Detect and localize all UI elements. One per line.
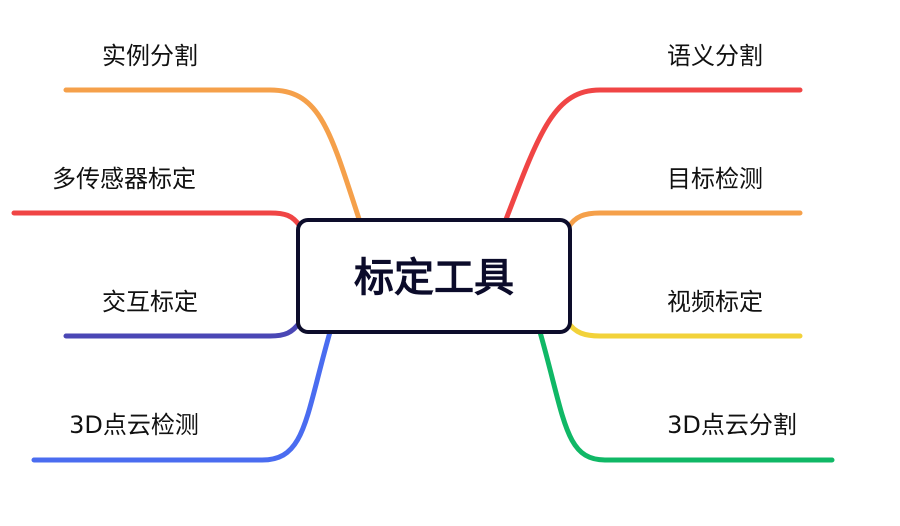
branch-object-detection[interactable]: 目标检测 (565, 165, 803, 231)
branch-line-object-detection (565, 210, 803, 231)
branch-label-interactive-calibration: 交互标定 (102, 288, 198, 316)
center-node[interactable]: 标定工具 (296, 218, 572, 334)
branch-label-3d-pointcloud-detection: 3D点云检测 (69, 411, 199, 439)
branch-3d-pointcloud-segmentation[interactable]: 3D点云分割 (537, 329, 835, 463)
branch-video-calibration[interactable]: 视频标定 (565, 288, 803, 339)
branch-semantic-segmentation[interactable]: 语义分割 (502, 42, 803, 225)
branch-line-interactive-calibration (63, 319, 303, 339)
branch-line-video-calibration (565, 319, 803, 339)
branch-label-video-calibration: 视频标定 (667, 288, 763, 316)
branch-label-instance-segmentation: 实例分割 (102, 42, 198, 70)
branch-line-3d-pointcloud-segmentation (537, 329, 835, 463)
branch-label-semantic-segmentation: 语义分割 (667, 42, 763, 70)
branch-label-multi-sensor-calibration: 多传感器标定 (52, 165, 196, 193)
branch-label-object-detection: 目标检测 (667, 165, 763, 193)
branch-interactive-calibration[interactable]: 交互标定 (63, 288, 303, 339)
center-node-box (296, 218, 572, 334)
branch-line-multi-sensor-calibration (11, 210, 303, 229)
branch-line-instance-segmentation (63, 87, 363, 225)
branch-line-semantic-segmentation (502, 87, 803, 225)
branch-multi-sensor-calibration[interactable]: 多传感器标定 (11, 165, 303, 229)
branch-instance-segmentation[interactable]: 实例分割 (63, 42, 363, 225)
center-node-title: 标定工具 (354, 255, 514, 301)
branch-label-3d-pointcloud-segmentation: 3D点云分割 (667, 411, 797, 439)
branch-line-3d-pointcloud-detection (31, 329, 333, 463)
branch-3d-pointcloud-detection[interactable]: 3D点云检测 (31, 329, 333, 463)
